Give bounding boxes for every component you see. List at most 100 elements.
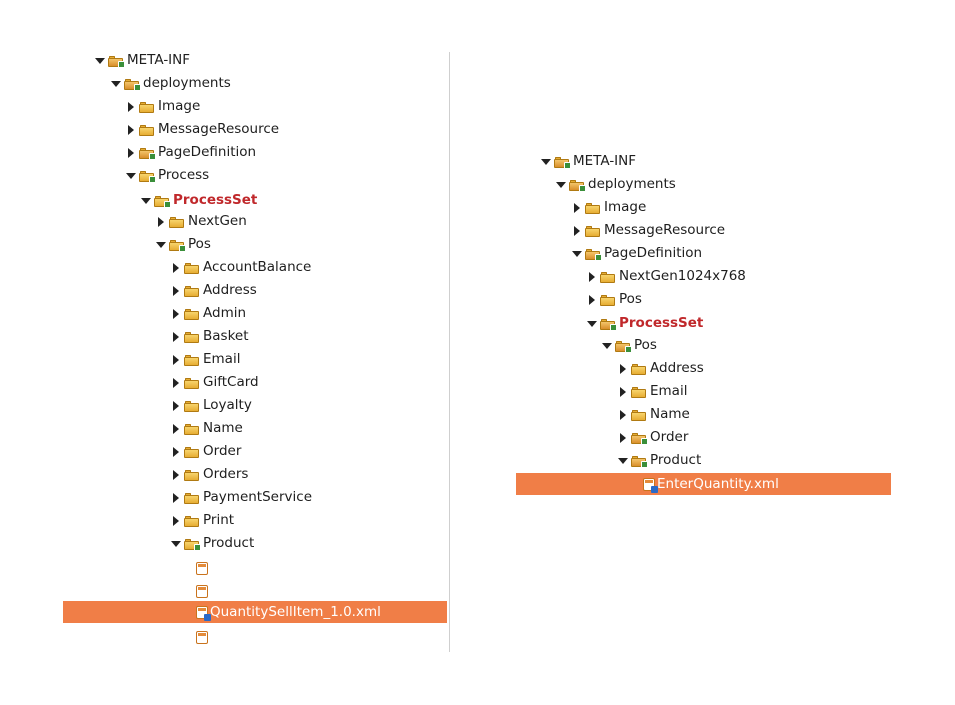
tree-node-label: EnterQuantity.xml [657,475,779,492]
collapse-arrow-icon[interactable] [170,515,182,527]
collapse-arrow-icon[interactable] [170,354,182,366]
tree-node-account-balance[interactable]: AccountBalance [170,256,311,279]
tree-node-label: MessageResource [158,121,280,137]
right-tree-node-address[interactable]: Address [617,357,704,380]
collapse-arrow-icon[interactable] [586,294,598,306]
tree-node-loyalty[interactable]: Loyalty [170,394,252,417]
folder-icon [184,262,201,274]
tree-node-label: Address [650,360,704,376]
collapse-arrow-icon[interactable] [571,202,583,214]
folder-icon [184,308,201,320]
tree-file-obscured-1[interactable] [196,557,446,580]
folder-icon [585,248,602,261]
collapse-arrow-icon[interactable] [617,386,629,398]
tree-node-label: PaymentService [203,489,312,505]
collapse-arrow-icon[interactable] [170,262,182,274]
right-tree-node-email[interactable]: Email [617,380,687,403]
folder-icon [139,170,156,183]
right-tree-node-order[interactable]: Order [617,426,688,449]
collapse-arrow-icon[interactable] [617,409,629,421]
folder-icon [585,225,602,237]
expand-arrow-icon[interactable] [125,170,137,182]
xml-file-icon [196,605,211,621]
expand-arrow-icon[interactable] [110,78,122,90]
tree-node-label: Basket [203,328,249,344]
tree-node-message-resource[interactable]: MessageResource [125,118,279,141]
tree-node-admin[interactable]: Admin [170,302,246,325]
tree-node-giftcard[interactable]: GiftCard [170,371,259,394]
folder-icon [600,271,617,283]
tree-node-label: Order [650,429,689,445]
tree-file-obscured-2[interactable] [196,580,446,603]
right-tree-node-pos[interactable]: Pos [601,334,657,357]
tree-node-label: Product [650,452,702,468]
expand-arrow-icon[interactable] [555,179,567,191]
tree-node-label: Pos [619,291,642,307]
tree-node-email[interactable]: Email [170,348,240,371]
right-tree-node-image[interactable]: Image [571,196,646,219]
tree-node-pos[interactable]: Pos [155,233,211,256]
tree-node-meta-inf[interactable]: META-INF [94,49,190,72]
right-tree-node-name[interactable]: Name [617,403,690,426]
collapse-arrow-icon[interactable] [571,225,583,237]
folder-icon [184,538,201,551]
tree-node-product[interactable]: Product [170,532,254,555]
right-tree-node-process-set[interactable]: ProcessSet [586,312,703,335]
right-tree-node-deployments[interactable]: deployments [555,173,676,196]
expand-arrow-icon[interactable] [94,55,106,67]
tree-node-image[interactable]: Image [125,95,200,118]
tree-node-process[interactable]: Process [125,164,209,187]
folder-icon [184,469,201,481]
folder-icon [615,340,632,353]
collapse-arrow-icon[interactable] [170,285,182,297]
right-tree-node-pos-collapsed[interactable]: Pos [586,288,642,311]
tree-node-payment-service[interactable]: PaymentService [170,486,312,509]
xml-file-icon [196,562,208,575]
right-tree-node-page-definition[interactable]: PageDefinition [571,242,702,265]
expand-arrow-icon[interactable] [617,455,629,467]
collapse-arrow-icon[interactable] [617,432,629,444]
tree-node-label: Product [203,535,255,551]
tree-node-page-definition[interactable]: PageDefinition [125,141,256,164]
tree-node-nextgen[interactable]: NextGen [155,210,247,233]
expand-arrow-icon[interactable] [586,318,598,330]
expand-arrow-icon[interactable] [571,248,583,260]
expand-arrow-icon[interactable] [170,538,182,550]
expand-arrow-icon[interactable] [540,156,552,168]
collapse-arrow-icon[interactable] [170,492,182,504]
collapse-arrow-icon[interactable] [170,377,182,389]
expand-arrow-icon[interactable] [155,239,167,251]
tree-node-process-set[interactable]: ProcessSet [140,189,257,212]
folder-icon [169,216,186,228]
collapse-arrow-icon[interactable] [125,124,137,136]
collapse-arrow-icon[interactable] [125,147,137,159]
collapse-arrow-icon[interactable] [125,101,137,113]
collapse-arrow-icon[interactable] [170,331,182,343]
collapse-arrow-icon[interactable] [170,400,182,412]
right-tree-node-message-resource[interactable]: MessageResource [571,219,725,242]
tree-file-selected[interactable]: QuantitySellItem_1.0.xml [63,601,447,623]
collapse-arrow-icon[interactable] [155,216,167,228]
folder-icon [585,202,602,214]
collapse-arrow-icon[interactable] [170,423,182,435]
collapse-arrow-icon[interactable] [170,469,182,481]
tree-node-deployments[interactable]: deployments [110,72,231,95]
expand-arrow-icon[interactable] [140,195,152,207]
tree-node-basket[interactable]: Basket [170,325,249,348]
tree-node-name[interactable]: Name [170,417,243,440]
right-tree-node-product[interactable]: Product [617,449,701,472]
tree-node-print[interactable]: Print [170,509,234,532]
tree-node-orders[interactable]: Orders [170,463,248,486]
right-tree-file-selected[interactable]: EnterQuantity.xml [516,473,891,495]
tree-node-address[interactable]: Address [170,279,257,302]
collapse-arrow-icon[interactable] [617,363,629,375]
folder-icon [631,432,648,445]
tree-node-order[interactable]: Order [170,440,241,463]
collapse-arrow-icon[interactable] [170,308,182,320]
tree-file-obscured-3[interactable] [196,626,446,649]
expand-arrow-icon[interactable] [601,340,613,352]
collapse-arrow-icon[interactable] [586,271,598,283]
right-tree-node-nextgen[interactable]: NextGen1024x768 [586,265,746,288]
right-tree-node-meta-inf[interactable]: META-INF [540,150,636,173]
collapse-arrow-icon[interactable] [170,446,182,458]
